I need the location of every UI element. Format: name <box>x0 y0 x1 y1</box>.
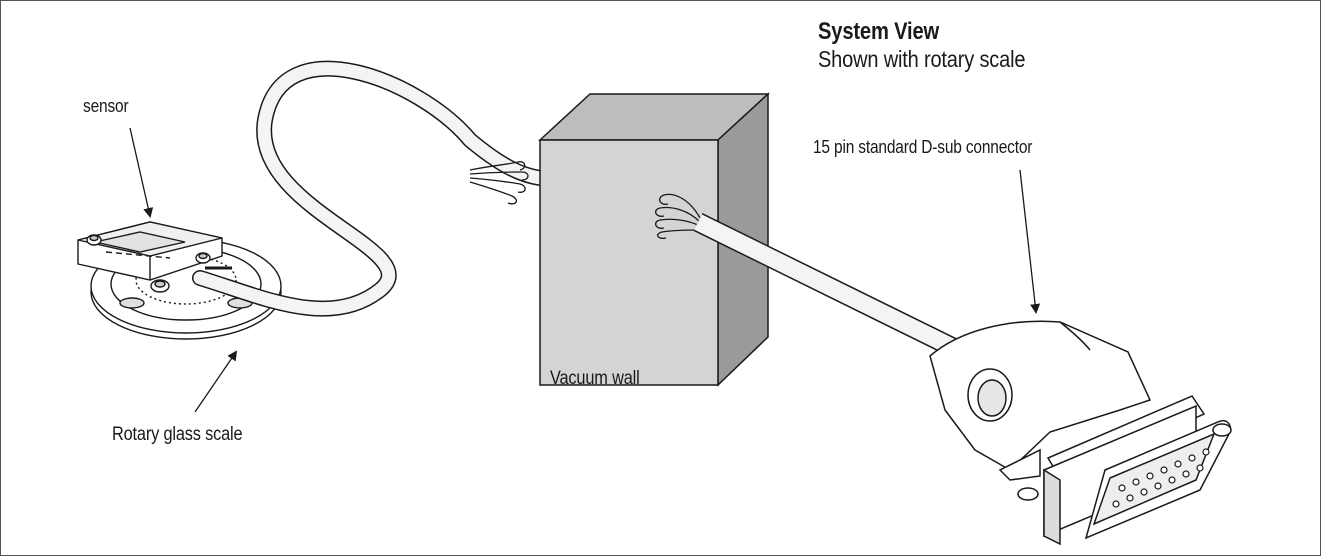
leader-arrows <box>129 127 1041 413</box>
vacuum-wall <box>538 92 770 387</box>
sensor <box>77 221 232 293</box>
connector-cable <box>693 213 967 361</box>
sensor-label: sensor <box>83 96 129 116</box>
sensor-leader-arrow <box>129 127 154 218</box>
diagram-subtitle: Shown with rotary scale <box>818 46 1026 72</box>
wire-fan-wall <box>655 193 701 240</box>
diagram-title: System View <box>818 18 940 45</box>
rotary-scale-label: Rotary glass scale <box>112 424 243 445</box>
connector-leader-arrow <box>1019 169 1041 314</box>
sensor-cable <box>192 60 548 317</box>
rotary-scale-leader-arrow <box>194 350 238 413</box>
connector-label: 15 pin standard D-sub connector <box>813 137 1033 157</box>
vacuum-wall-label: Vacuum wall <box>550 368 640 389</box>
wire-fan-upper <box>469 161 529 205</box>
d-sub-connector <box>929 320 1232 546</box>
connector-pins <box>1112 448 1210 508</box>
